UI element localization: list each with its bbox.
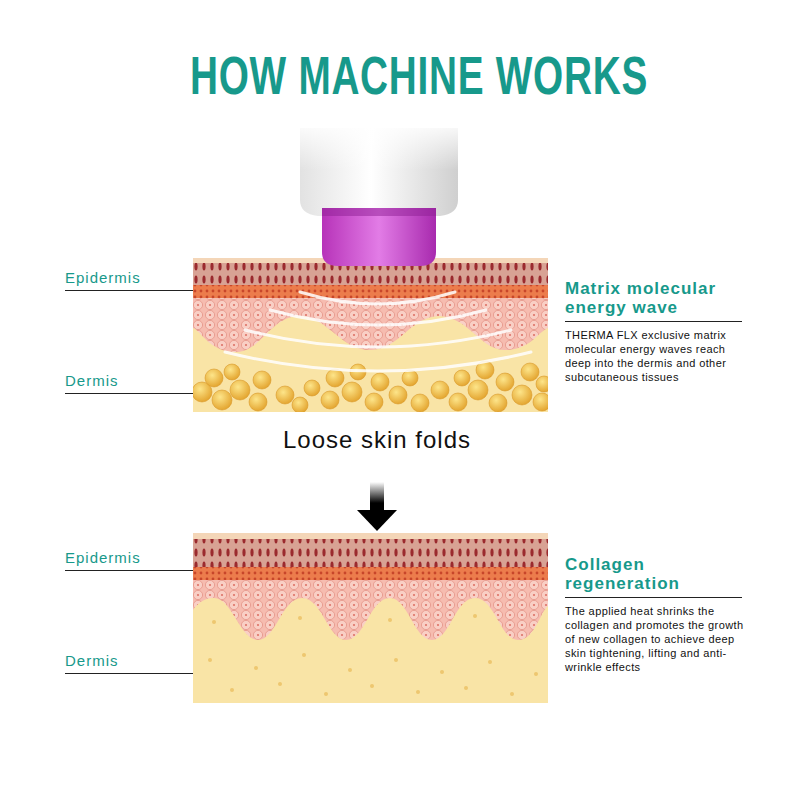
tight-skin-section [193,533,548,703]
section-heading: Matrix molecular energy wave [565,279,743,317]
layer-label: Dermis [65,372,195,389]
device-handpiece [296,120,462,266]
section-body: THERMA FLX exclusive matrix molecular en… [565,328,745,384]
section-body: The applied heat shrinks the collagen an… [565,604,745,674]
section-heading: Collagen regeneration [565,555,743,593]
down-arrow [357,482,397,531]
layer-label: Epidermis [65,269,195,286]
layer-label: Dermis [65,652,195,669]
loose-skin-section [193,258,548,412]
title: HOW MACHINE WORKS [190,46,648,104]
caption-text: Loose skin folds [283,426,471,454]
layer-label: Epidermis [65,549,195,566]
